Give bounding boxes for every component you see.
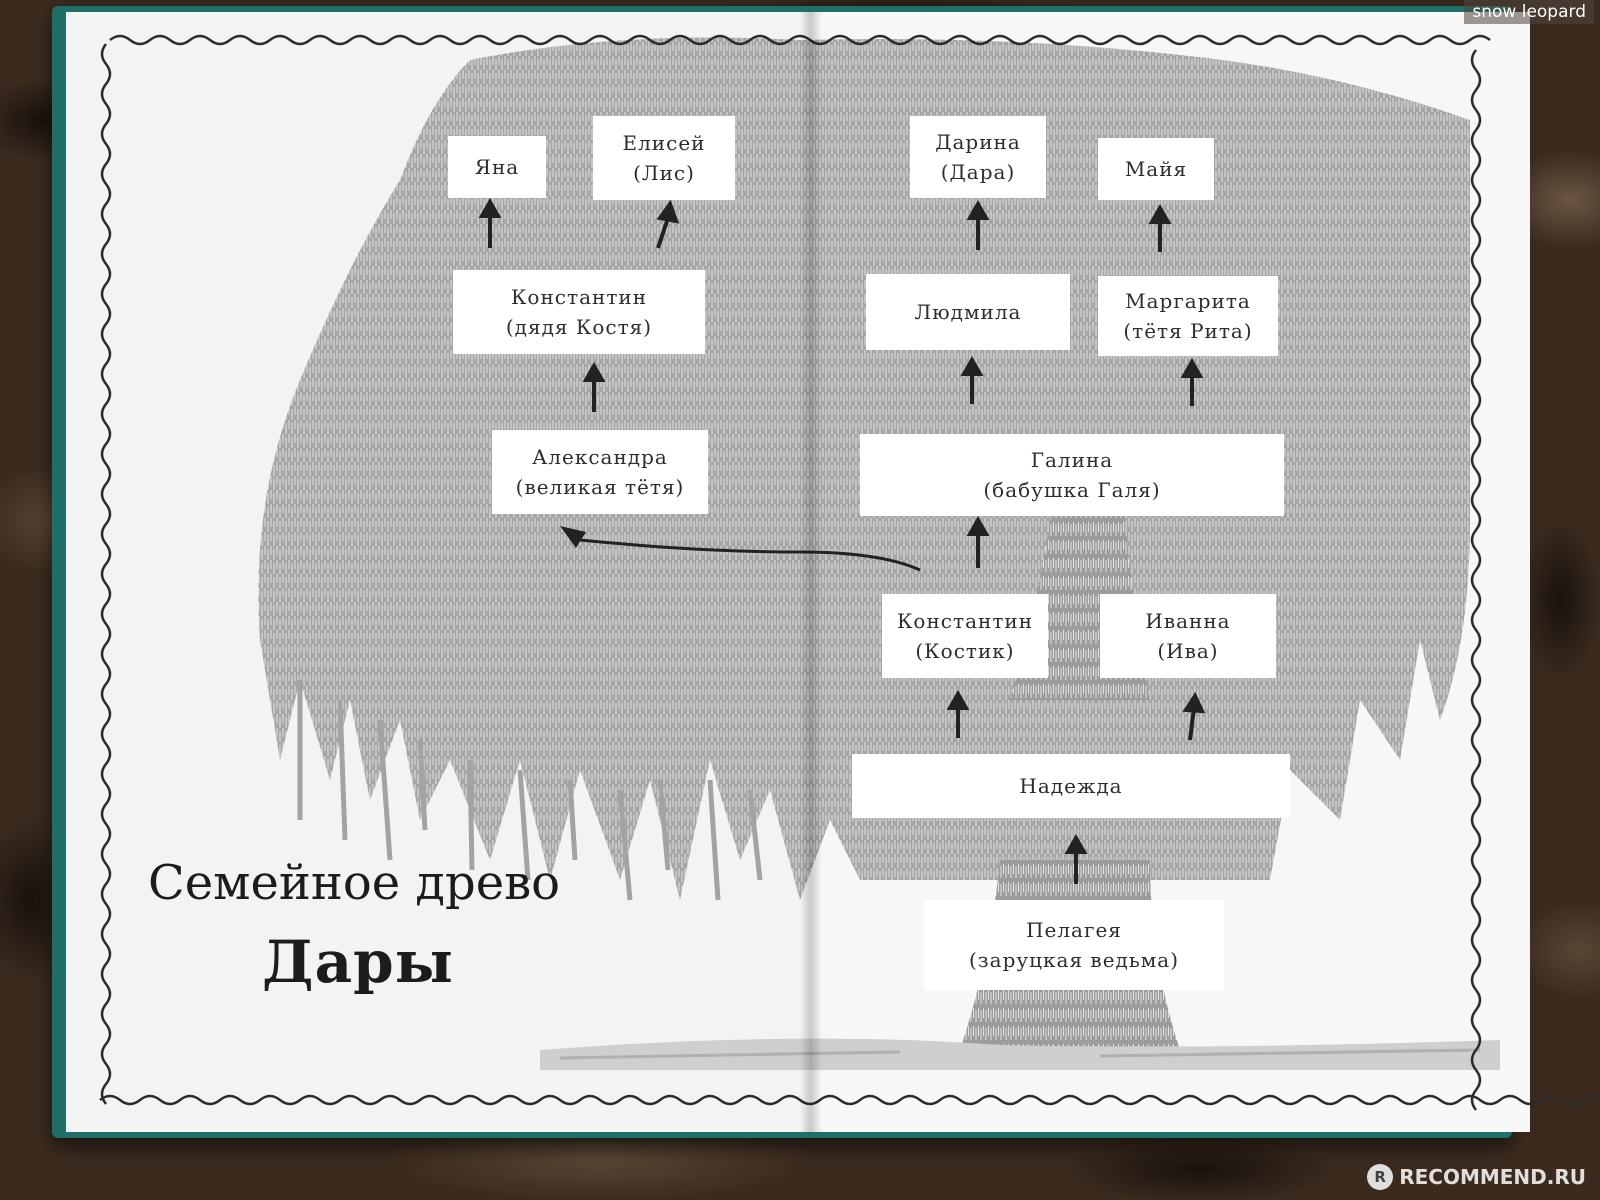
border-bottom <box>99 1094 1600 1106</box>
border-right <box>1470 49 1482 1111</box>
curved-arrow-head <box>560 526 586 548</box>
watermark-bottom-text: RECOMMEND.RU <box>1399 1165 1586 1189</box>
name-label: Галина <box>1030 448 1114 472</box>
watermark-top: snow leopard <box>1464 0 1594 24</box>
tree-box-konstantin-uncle: Константин (дядя Костя) <box>455 272 703 352</box>
name-label: Пелагея <box>1026 918 1122 942</box>
page-title-line2: Дары <box>262 928 454 996</box>
book-gutter <box>800 12 822 1132</box>
name-label: Дарина <box>935 130 1021 154</box>
tree-box-lyudmila: Людмила <box>868 276 1068 348</box>
tree-box-nadezhda: Надежда <box>854 756 1288 816</box>
nickname-label: (великая тётя) <box>515 475 685 499</box>
tree-box-yana: Яна <box>450 138 544 196</box>
name-label: Надежда <box>1019 774 1123 798</box>
nickname-label: (тётя Рита) <box>1123 319 1253 343</box>
nickname-label: (заруцкая ведьма) <box>968 948 1180 972</box>
border-top <box>109 34 1491 46</box>
page-title-line1: Семейное древо <box>148 855 561 911</box>
tree-box-mayya: Майя <box>1100 140 1212 198</box>
name-label: Майя <box>1124 157 1188 181</box>
name-label: Людмила <box>914 300 1022 324</box>
tree-box-pelageya: Пелагея (заруцкая ведьма) <box>926 902 1222 988</box>
watermark-bottom: R RECOMMEND.RU <box>1367 1164 1586 1190</box>
name-label: Александра <box>532 445 668 469</box>
border-left <box>100 43 112 1105</box>
nickname-label: (Дара) <box>940 160 1016 184</box>
tree-arrows <box>478 197 1206 884</box>
curved-arrow-to-alexandra <box>579 538 921 572</box>
tree-box-konstantin-kostik: Константин (Костик) <box>884 596 1046 676</box>
nickname-label: (бабушка Галя) <box>983 478 1161 502</box>
name-label: Маргарита <box>1125 289 1251 313</box>
tree-box-elisey: Елисей (Лис) <box>595 118 733 198</box>
nickname-label: (Лис) <box>633 161 695 185</box>
name-label: Яна <box>474 155 520 179</box>
tree-box-darina: Дарина (Дара) <box>912 118 1044 196</box>
name-label: Константин <box>510 285 648 309</box>
name-label: Елисей <box>622 131 706 155</box>
willow-strands-left <box>297 680 763 901</box>
ground <box>540 1038 1500 1070</box>
tree-box-alexandra: Александра (великая тётя) <box>494 432 706 512</box>
recommend-logo-icon: R <box>1367 1164 1394 1190</box>
tree-box-margarita: Маргарита (тётя Рита) <box>1100 278 1276 354</box>
nickname-label: (дядя Костя) <box>505 315 653 339</box>
nickname-label: (Костик) <box>915 639 1015 663</box>
tree-box-ivanna: Иванна (Ива) <box>1102 596 1274 676</box>
name-label: Константин <box>896 609 1034 633</box>
nickname-label: (Ива) <box>1157 639 1219 663</box>
name-label: Иванна <box>1145 609 1231 633</box>
tree-box-galina: Галина (бабушка Галя) <box>862 436 1282 514</box>
